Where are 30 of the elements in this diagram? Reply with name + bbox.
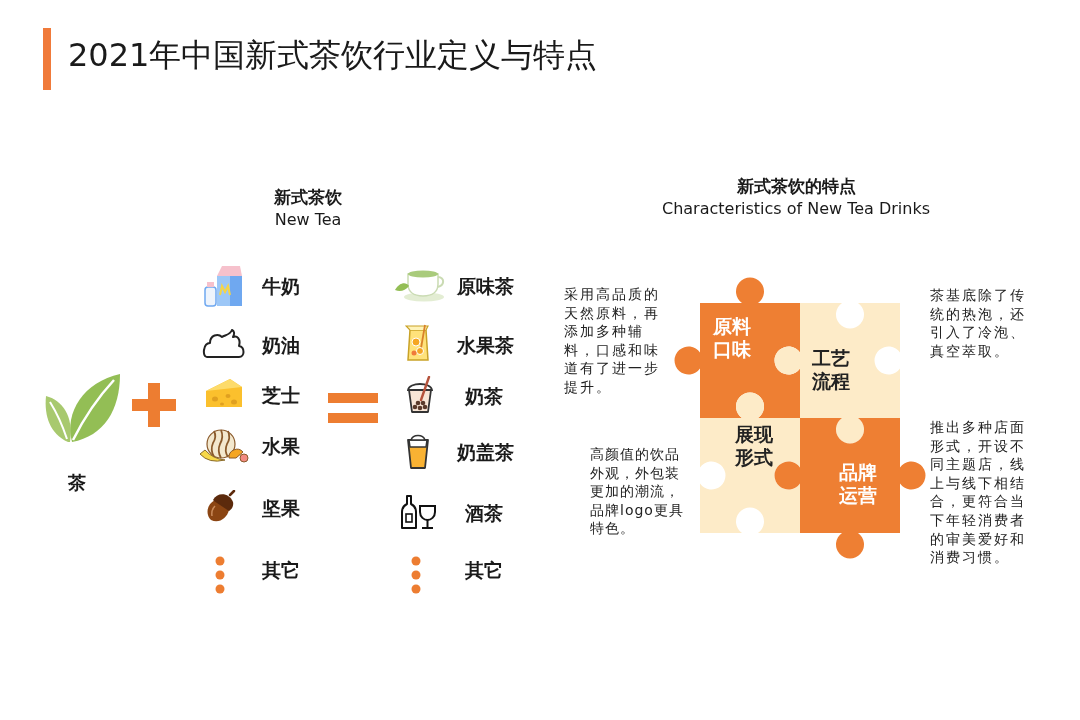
puzzle-piece <box>700 392 800 533</box>
ingredient-label: 芝士 <box>262 383 300 407</box>
piece-label: 原料口味 <box>713 314 751 363</box>
puzzle-piece <box>674 277 800 418</box>
title: 2021年中国新式茶饮行业定义与特点 <box>68 36 598 75</box>
drink-label: 其它 <box>465 558 503 582</box>
piece-label: 品牌运营 <box>839 460 877 509</box>
drink-label: 酒茶 <box>465 501 503 525</box>
puzzle-piece <box>774 303 900 444</box>
ingredient-label: 水果 <box>262 434 300 458</box>
ingredient-label: 奶油 <box>262 333 300 357</box>
section-heading: 新式茶饮的特点 <box>736 175 856 197</box>
description-text: 采用高品质的天然原料，再添加多种辅料，口感和味道有了进一步提升。 <box>564 285 661 397</box>
section-subheading: Characteristics of New Tea Drinks <box>661 199 931 219</box>
tea-label: 茶 <box>68 472 86 494</box>
drink-label: 原味茶 <box>457 274 514 298</box>
piece-label: 工艺流程 <box>812 346 850 395</box>
puzzle-piece <box>774 418 926 559</box>
description-text: 高颜值的饮品外观，外包装更加的潮流，品牌logo更具特色。 <box>590 445 685 538</box>
piece-label: 展现形式 <box>735 422 773 471</box>
drink-label: 奶盖茶 <box>457 440 514 464</box>
section-subheading: New Tea <box>274 210 342 230</box>
ingredient-label: 牛奶 <box>262 274 300 298</box>
drink-label: 水果茶 <box>457 333 514 357</box>
ingredient-label: 其它 <box>262 558 300 582</box>
description-text: 茶基底除了传统的热泡，还引入了冷泡、真空萃取。 <box>930 286 1027 361</box>
section-heading: 新式茶饮 <box>274 186 342 208</box>
drink-label: 奶茶 <box>465 384 503 408</box>
description-text: 推出多种店面形式，开设不同主题店，线上与线下相结合，更符合当下年轻消费者的审美爱好和消费习惯。 <box>930 418 1027 567</box>
ingredient-label: 坚果 <box>262 496 300 520</box>
